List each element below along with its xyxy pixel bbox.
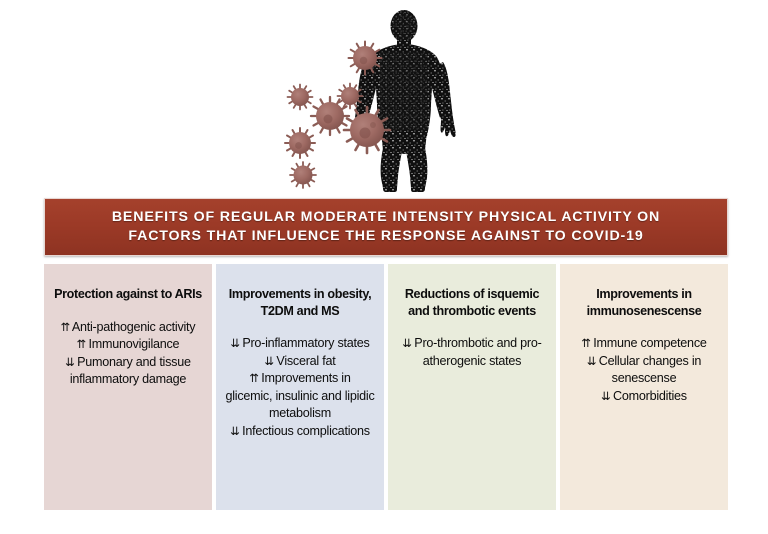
benefit-column-improvements-immunosenescense: Improvements in immunosenescense ⇈ Immun… (560, 264, 728, 510)
column-title: Protection against to ARIs (54, 287, 202, 301)
banner-title-line-1: Benefits of regular moderate intensity p… (111, 209, 661, 225)
banner-title: Benefits of regular moderate intensity p… (112, 208, 660, 246)
down-arrow-icon: ⇊ (230, 336, 240, 350)
banner-title-line-2: factors that influence the response agai… (128, 228, 644, 244)
benefit-entry-text: Comorbidities (609, 388, 687, 403)
benefit-entry-text: Visceral fat (273, 353, 336, 368)
benefit-entry-text: Infectious complications (238, 423, 370, 438)
benefit-entry-text: Cellular changes in senescense (595, 353, 702, 386)
down-arrow-icon: ⇊ (65, 354, 75, 369)
benefit-entry-text: Improvements in glicemic, insulinic and … (225, 371, 375, 420)
benefit-entry: ⇊ Cellular changes in senescense (569, 353, 719, 388)
benefit-entry: ⇈ Immunovigilance (53, 336, 203, 354)
benefit-entry: ⇊ Pro-thrombotic and pro-atherogenic sta… (397, 335, 547, 370)
column-entries: ⇊ Pro-thrombotic and pro-atherogenic sta… (397, 335, 547, 370)
benefit-column-improvements-obesity-t2dm-ms: Improvements in obesity, T2DM and MS ⇊ P… (216, 264, 384, 510)
benefit-columns: Protection against to ARIs ⇈ Anti-pathog… (44, 264, 728, 510)
benefit-entry: ⇈ Immune competence (569, 335, 719, 353)
benefit-entry: ⇊ Pro-inflammatory states (225, 335, 375, 353)
column-title: Improvements in obesity, T2DM and MS (228, 287, 372, 318)
up-arrow-icon: ⇈ (60, 319, 71, 334)
up-arrow-icon: ⇈ (76, 337, 87, 351)
column-entries: ⇊ Pro-inflammatory states ⇊ Visceral fat… (225, 335, 375, 440)
top-illustration (0, 0, 768, 196)
benefit-entry-text: Immunovigilance (85, 337, 180, 351)
benefit-entry: ⇊ Comorbidities (569, 388, 719, 406)
down-arrow-icon: ⇊ (601, 388, 611, 403)
coronavirus-particles (284, 40, 392, 189)
benefit-entry: ⇈ Anti-pathogenic activity (53, 319, 203, 337)
column-entries: ⇈ Immune competence ⇊ Cellular changes i… (569, 335, 719, 405)
benefit-entry-text: Anti-pathogenic activity (69, 319, 196, 334)
benefit-column-protection-against-aris: Protection against to ARIs ⇈ Anti-pathog… (44, 264, 212, 510)
down-arrow-icon: ⇊ (586, 353, 597, 368)
down-arrow-icon: ⇊ (264, 353, 275, 368)
down-arrow-icon: ⇊ (402, 336, 412, 350)
benefit-entry-text: Pro-thrombotic and pro-atherogenic state… (411, 336, 542, 368)
benefit-entry-text: Immune competence (590, 336, 707, 350)
benefit-entry-text: Pro-inflammatory states (239, 336, 370, 350)
benefit-entry: ⇊ Visceral fat (225, 353, 375, 371)
header-banner: Benefits of regular moderate intensity p… (44, 198, 728, 256)
benefit-entry: ⇊ Infectious complications (225, 423, 375, 441)
benefit-entry: ⇊ Pumonary and tissue inflammatory damag… (53, 354, 203, 389)
up-arrow-icon: ⇈ (581, 336, 591, 350)
column-title: Reductions of isquemic and thrombotic ev… (404, 287, 540, 318)
benefit-entry-text: Pumonary and tissue inflammatory damage (69, 354, 191, 387)
down-arrow-icon: ⇊ (230, 423, 240, 438)
column-entries: ⇈ Anti-pathogenic activity ⇈ Immunovigil… (53, 319, 203, 389)
column-title: Improvements in immunosenescense (586, 287, 702, 318)
benefit-entry: ⇈ Improvements in glicemic, insulinic an… (225, 370, 375, 423)
up-arrow-icon: ⇈ (249, 371, 259, 385)
benefit-column-reductions-isquemic-thrombotic: Reductions of isquemic and thrombotic ev… (388, 264, 556, 510)
